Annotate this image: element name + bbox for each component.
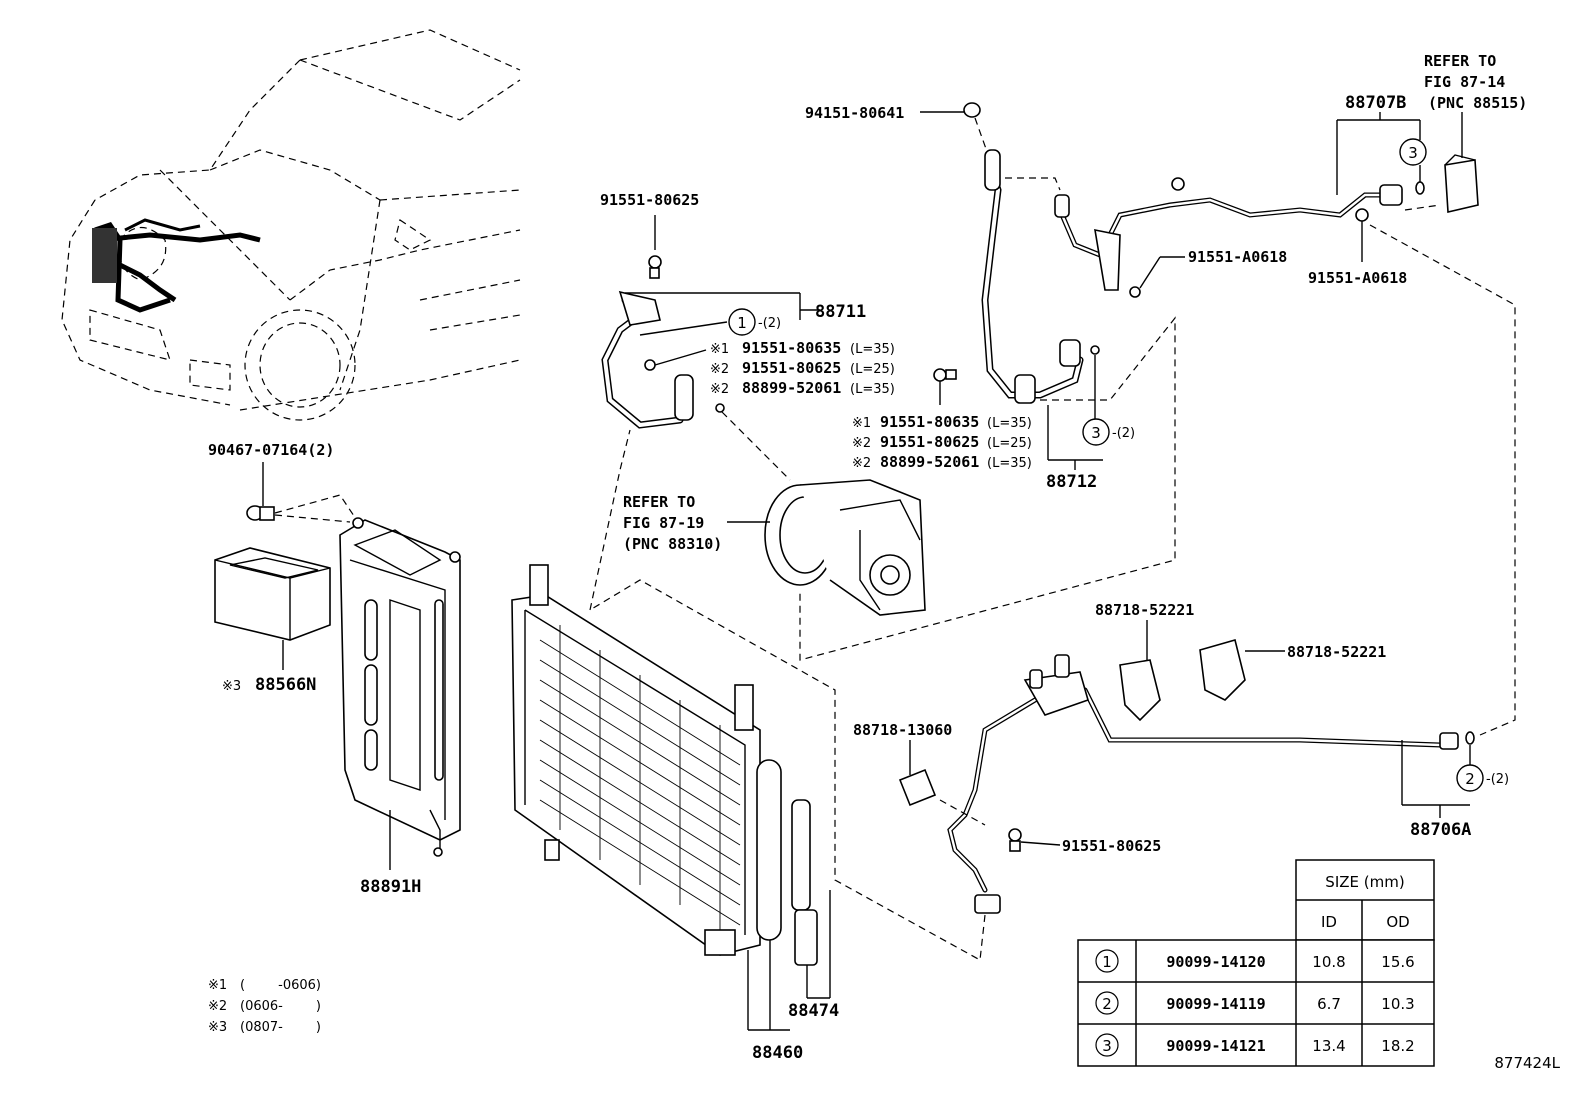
callout-3: 3 -(2) bbox=[1082, 418, 1135, 446]
label-91551-a0618-b: 91551-A0618 bbox=[1308, 269, 1407, 287]
note-88711-len-3: (L=35) bbox=[850, 382, 895, 397]
label-88718-13060: 88718-13060 bbox=[853, 721, 952, 739]
label-88718-52221-b: 88718-52221 bbox=[1287, 643, 1386, 661]
ref-87-14-line3: (PNC 88515) bbox=[1428, 94, 1527, 112]
note-88712-num-1: 91551-80635 bbox=[880, 413, 979, 431]
vehicle-outline bbox=[61, 29, 521, 421]
tube-88706a-drawing bbox=[589, 429, 1475, 961]
row-3-no: 3 bbox=[1102, 1037, 1112, 1055]
compressor-drawing bbox=[727, 479, 926, 616]
legend-mark-1: ※1 bbox=[208, 978, 227, 993]
label-88712: 88712 bbox=[1046, 472, 1097, 492]
label-88711: 88711 bbox=[815, 302, 866, 322]
callout-1: 1 -(2) bbox=[728, 308, 781, 336]
row-3-id: 13.4 bbox=[1312, 1037, 1345, 1055]
callout-3-top: 3 bbox=[1399, 138, 1427, 166]
label-90467-07164: 90467-07164(2) bbox=[208, 441, 334, 459]
note-88712-mark-1: ※1 bbox=[852, 416, 871, 431]
row-1-no: 1 bbox=[1102, 953, 1112, 971]
note-88711-num-1: 91551-80635 bbox=[742, 339, 841, 357]
row-1-id: 10.8 bbox=[1312, 953, 1345, 971]
callout-1-number: 1 bbox=[737, 314, 747, 332]
callout-3-number: 3 bbox=[1091, 424, 1101, 442]
note-88711-mark-1: ※1 bbox=[710, 342, 729, 357]
label-91551-80625-top: 91551-80625 bbox=[600, 191, 699, 209]
size-table: SIZE (mm) ID OD 1 90099-14120 10.8 15.6 … bbox=[1077, 859, 1435, 1067]
callout-3-top-number: 3 bbox=[1408, 144, 1418, 162]
label-88474: 88474 bbox=[788, 1001, 839, 1021]
label-88706a: 88706A bbox=[1410, 820, 1471, 840]
legend-range-3: (0807- ) bbox=[240, 1020, 321, 1035]
size-table-header: SIZE (mm) bbox=[1325, 873, 1404, 891]
note-88712-len-3: (L=35) bbox=[987, 456, 1032, 471]
row-1-part: 90099-14120 bbox=[1166, 953, 1265, 971]
row-3-part: 90099-14121 bbox=[1166, 1037, 1265, 1055]
tube-88707b-drawing bbox=[1054, 112, 1516, 736]
ref-87-14-line2: FIG 87-14 bbox=[1424, 73, 1505, 91]
table-row: 2 90099-14119 6.7 10.3 bbox=[1095, 991, 1415, 1015]
label-88707b: 88707B bbox=[1345, 93, 1406, 113]
figure-id: 877424L bbox=[1494, 1054, 1560, 1072]
label-88460: 88460 bbox=[752, 1043, 803, 1063]
receiver-88474-drawing bbox=[748, 759, 831, 1031]
legend-range-2: (0606- ) bbox=[240, 999, 321, 1014]
callout-3-qty: -(2) bbox=[1112, 426, 1135, 441]
row-1-od: 15.6 bbox=[1381, 953, 1414, 971]
notes-88711: ※1 91551-80635 (L=35) ※2 91551-80625 (L=… bbox=[710, 339, 895, 397]
condenser-88460-drawing bbox=[511, 564, 761, 1030]
label-91551-80625-low: 91551-80625 bbox=[1062, 837, 1161, 855]
label-88891h: 88891H bbox=[360, 877, 421, 897]
note-88711-num-2: 91551-80625 bbox=[742, 359, 841, 377]
note-mark-88566n: ※3 bbox=[222, 679, 241, 694]
shroud-88891h-drawing bbox=[339, 517, 461, 870]
size-table-col-id: ID bbox=[1321, 913, 1337, 931]
legend-range-1: ( -0606) bbox=[240, 978, 321, 993]
legend: ※1 ( -0606) ※2 (0606- ) ※3 (0807- ) bbox=[208, 978, 321, 1035]
label-88718-52221-a: 88718-52221 bbox=[1095, 601, 1194, 619]
callout-2: 2 -(2) bbox=[1456, 764, 1509, 792]
row-2-id: 6.7 bbox=[1317, 995, 1341, 1013]
note-88712-mark-2: ※2 bbox=[852, 436, 871, 451]
note-88712-num-3: 88899-52061 bbox=[880, 453, 979, 471]
note-88712-mark-3: ※2 bbox=[852, 456, 871, 471]
row-2-od: 10.3 bbox=[1381, 995, 1414, 1013]
legend-mark-3: ※3 bbox=[208, 1020, 227, 1035]
note-88711-len-2: (L=25) bbox=[850, 362, 895, 377]
notes-88712: ※1 91551-80635 (L=35) ※2 91551-80625 (L=… bbox=[852, 413, 1032, 471]
clip-90467-drawing bbox=[246, 462, 361, 526]
legend-mark-2: ※2 bbox=[208, 999, 227, 1014]
note-88711-num-3: 88899-52061 bbox=[742, 379, 841, 397]
duct-88566n-drawing bbox=[214, 547, 331, 670]
label-88566n: 88566N bbox=[255, 675, 316, 695]
callout-2-number: 2 bbox=[1465, 770, 1475, 788]
size-table-col-od: OD bbox=[1386, 913, 1409, 931]
table-row: 1 90099-14120 10.8 15.6 bbox=[1095, 949, 1415, 973]
note-88712-len-2: (L=25) bbox=[987, 436, 1032, 451]
hose-88711-drawing bbox=[601, 215, 820, 481]
callout-2-qty: -(2) bbox=[1486, 772, 1509, 787]
row-2-part: 90099-14119 bbox=[1166, 995, 1265, 1013]
note-88712-num-2: 91551-80625 bbox=[880, 433, 979, 451]
row-3-od: 18.2 bbox=[1381, 1037, 1414, 1055]
label-91551-a0618-a: 91551-A0618 bbox=[1188, 248, 1287, 266]
ref-87-19-line1: REFER TO bbox=[623, 493, 695, 511]
note-88712-len-1: (L=35) bbox=[987, 416, 1032, 431]
callout-1-qty: -(2) bbox=[758, 316, 781, 331]
note-88711-mark-3: ※2 bbox=[710, 382, 729, 397]
note-88711-mark-2: ※2 bbox=[710, 362, 729, 377]
ref-87-14-line1: REFER TO bbox=[1424, 52, 1496, 70]
label-94151-80641: 94151-80641 bbox=[805, 104, 904, 122]
table-row: 3 90099-14121 13.4 18.2 bbox=[1095, 1033, 1415, 1057]
ref-87-19-line3: (PNC 88310) bbox=[623, 535, 722, 553]
hose-88712-drawing bbox=[799, 102, 1176, 661]
note-88711-len-1: (L=35) bbox=[850, 342, 895, 357]
row-2-no: 2 bbox=[1102, 995, 1112, 1013]
ref-87-19-line2: FIG 87-19 bbox=[623, 514, 704, 532]
